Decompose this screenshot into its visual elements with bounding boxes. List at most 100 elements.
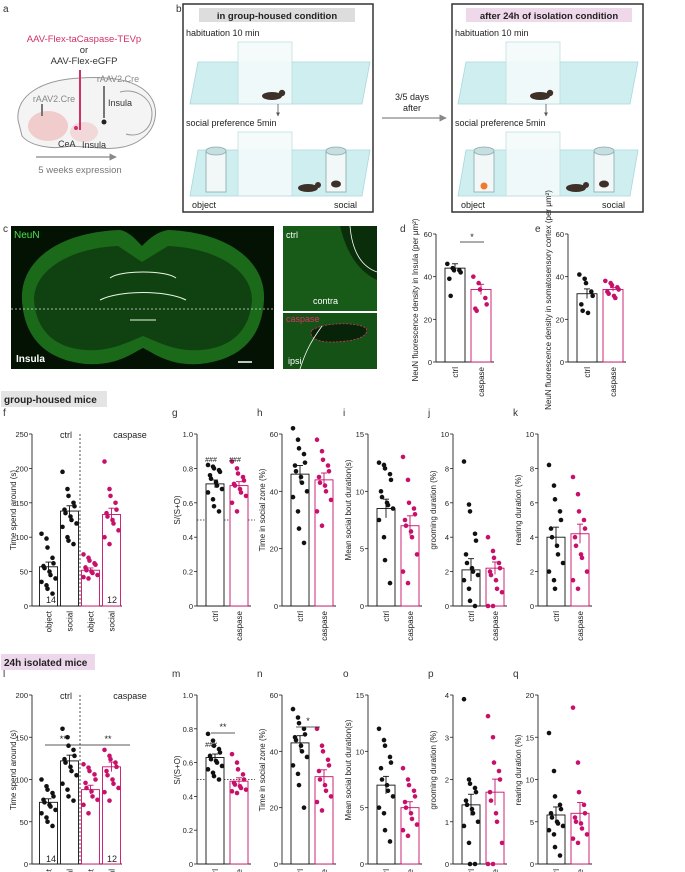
rAAV-left-label: rAAV2.Cre	[33, 94, 75, 104]
chart-m-point	[217, 750, 223, 755]
chart-l-ytick-label: 150	[15, 733, 28, 742]
cea-region	[28, 111, 68, 141]
social-left-label: social	[334, 200, 357, 210]
chart-m-ytick-label: 0	[189, 860, 193, 869]
expression-label: 5 weeks expression	[38, 165, 121, 176]
chart-o-point	[400, 765, 406, 771]
chart-h-point	[319, 523, 325, 529]
chart-l-point	[66, 794, 71, 799]
chart-k-point	[552, 586, 558, 592]
insula-bottom-label: Insula	[82, 140, 106, 150]
chart-g-ytick-label: 1.0	[183, 430, 193, 439]
chart-k-point	[560, 560, 566, 566]
chart-f-point	[84, 567, 89, 573]
chart-l-point	[108, 756, 113, 762]
chart-p-point	[472, 861, 478, 867]
ctrl-contra-texture	[283, 226, 377, 311]
chart-l-point	[65, 787, 70, 792]
chart-l-point	[116, 785, 121, 791]
chart-l-point	[93, 777, 98, 782]
chart-n-point	[302, 732, 308, 737]
chamber-habituation-left	[189, 41, 371, 105]
chart-j-point	[461, 459, 467, 464]
chart-o-point	[382, 743, 388, 748]
chart-m-point	[238, 785, 244, 791]
panel-letter-k: k	[513, 408, 519, 419]
chart-o-point	[411, 788, 417, 794]
chart-j-ytick-label: 6	[445, 499, 449, 508]
sample-counts: 14 12 14 12	[46, 595, 117, 864]
chart-p-point	[485, 713, 491, 719]
chart-o-point	[379, 777, 385, 782]
chart-d-point	[445, 261, 450, 267]
chart-k-point	[552, 497, 558, 502]
chart-e-point	[585, 310, 591, 316]
chart-o-point	[388, 760, 394, 765]
chart-q-point	[581, 802, 587, 808]
axis-title-q: rearing duration (%)	[514, 734, 523, 805]
chart-p-point	[490, 861, 496, 867]
chart-k-point	[575, 491, 581, 497]
chart-g-point	[229, 500, 235, 506]
chart-h-point	[314, 437, 320, 443]
cerebellum-outline	[119, 90, 153, 136]
panel-letter-n: n	[257, 669, 263, 680]
chart-m-category-label-0: ctrl	[211, 869, 220, 872]
panel-letter-j: j	[427, 408, 430, 419]
chart-d-point	[474, 308, 479, 314]
chart-f-point	[111, 521, 116, 526]
axis-title-e: NeuN fluorescence density in somatosenso…	[544, 190, 553, 410]
chart-f-point	[39, 531, 44, 537]
chart-j-point	[499, 589, 505, 595]
chart-k-point	[548, 526, 554, 531]
days-after-line2: after	[403, 103, 421, 113]
l-sig-b: **	[104, 734, 112, 744]
panel-letter-m: m	[172, 669, 180, 680]
chart-d-point	[447, 276, 452, 282]
chart-m-point	[205, 731, 211, 737]
chart-g-ytick-label: 0.8	[183, 464, 193, 473]
injection-dot-aav	[74, 126, 78, 130]
chart-g-point	[234, 509, 240, 514]
chart-p-point	[466, 777, 472, 782]
panel-letter-p: p	[428, 669, 434, 680]
axis-title-i: Mean social bout duration(s)	[344, 459, 353, 560]
axis-titles: NeuN fluorescence density in Insula (per…	[9, 190, 553, 821]
chart-j-ytick-label: 10	[441, 430, 449, 439]
chart-n-category-label-1: caspase	[320, 868, 329, 872]
chart-h-point	[325, 463, 331, 468]
chart-p-category-label-1: caspase	[491, 868, 500, 872]
injection-dot-insula	[101, 119, 107, 125]
chart-m-ytick-label: 1.0	[183, 691, 193, 700]
chart-l-point	[39, 811, 44, 816]
chart-p: 01234ctrlcaspase	[445, 691, 507, 872]
chart-o-ytick-label: 5	[360, 804, 364, 813]
object-left-label: object	[192, 200, 217, 210]
chart-o-point	[382, 827, 388, 833]
chart-h-point	[301, 540, 307, 546]
chart-o-point	[405, 833, 411, 839]
chart-n-point	[314, 726, 320, 732]
chart-e-point	[583, 280, 589, 286]
chart-i-ytick-label: 0	[360, 602, 364, 611]
chart-q-ytick-label: 5	[530, 818, 534, 827]
chart-p-point	[493, 811, 499, 816]
chart-k-point	[573, 543, 579, 549]
chart-p-ytick-label: 0	[445, 860, 449, 869]
chart-j-point	[488, 572, 494, 578]
chart-j-ytick-label: 4	[445, 533, 449, 542]
chart-h-point	[304, 489, 310, 494]
chart-l-point	[90, 794, 95, 799]
chart-l-point	[39, 777, 44, 782]
chart-e-point	[616, 287, 621, 292]
chart-l-point	[111, 781, 116, 787]
panel-letter-q: q	[513, 669, 519, 680]
chart-q-point	[584, 832, 590, 837]
chart-o-point	[390, 794, 396, 799]
chart-j-point	[467, 598, 473, 604]
chart-p-ytick-label: 2	[445, 776, 449, 785]
chart-f-point	[53, 576, 58, 581]
chart-i-point	[402, 517, 408, 523]
